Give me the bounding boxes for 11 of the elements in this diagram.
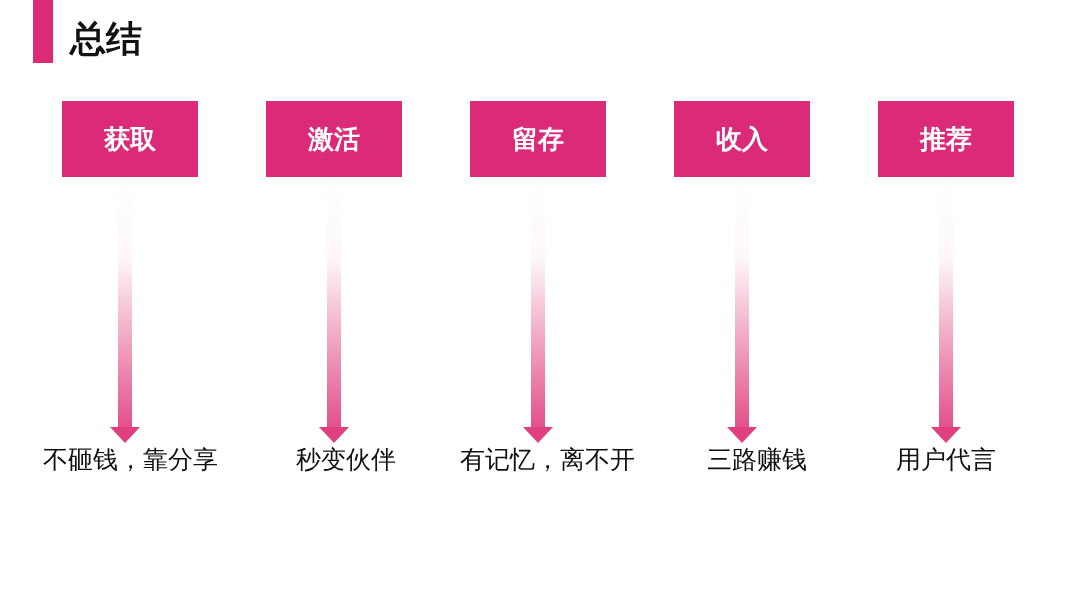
step-description: 不砸钱，靠分享 (42, 445, 218, 475)
step-box: 获取 (62, 101, 198, 177)
step-box: 留存 (470, 101, 606, 177)
step-description: 有记忆，离不开 (459, 445, 635, 475)
step-box: 收入 (674, 101, 810, 177)
step-description: 秒变伙伴 (296, 445, 396, 475)
step-description: 三路赚钱 (707, 445, 807, 475)
title: 总结 (70, 17, 142, 61)
step-box: 推荐 (878, 101, 1014, 177)
step-description: 用户代言 (896, 445, 996, 475)
step-box: 激活 (266, 101, 402, 177)
